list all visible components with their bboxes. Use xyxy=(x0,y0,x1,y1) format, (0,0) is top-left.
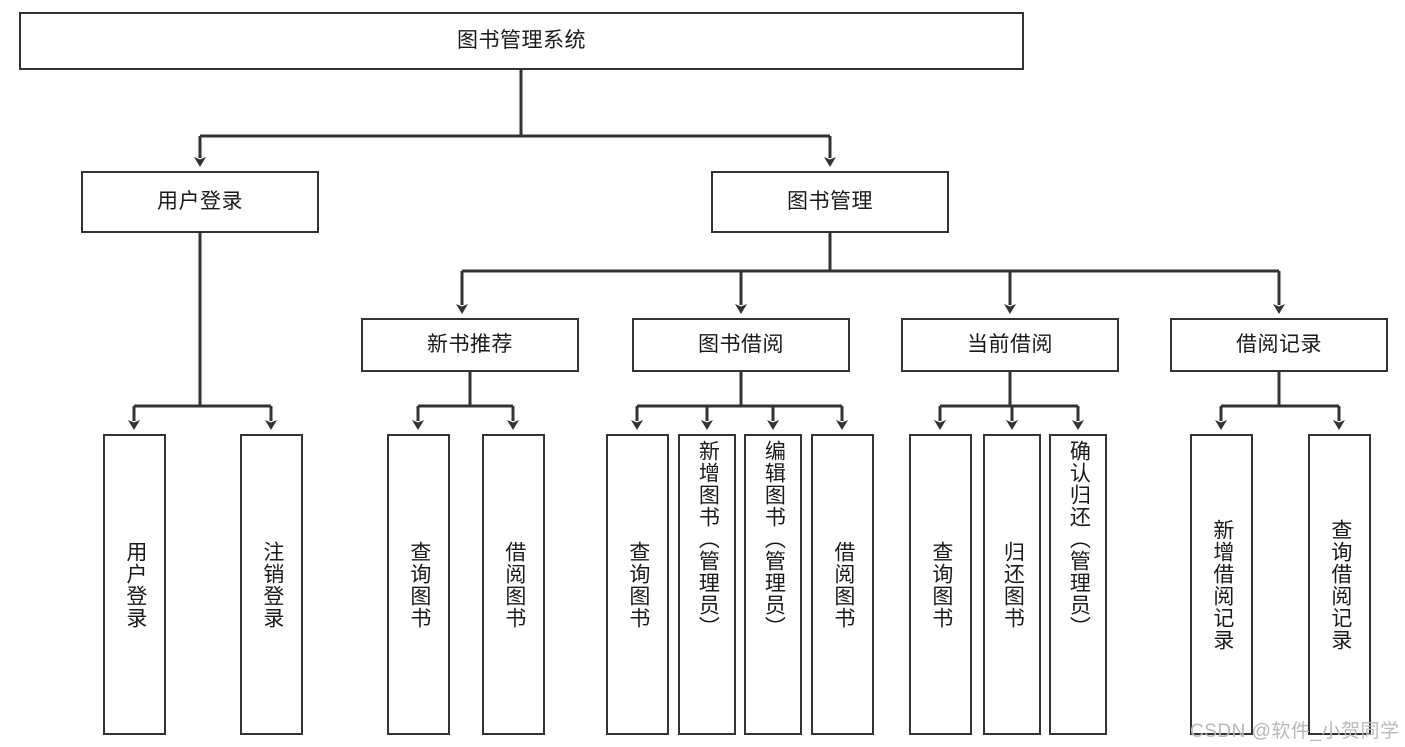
node-leaf-return-book[interactable]: 归还图书 xyxy=(983,434,1041,735)
node-book-management-label: 图书管理 xyxy=(787,189,873,213)
node-leaf-edit-book[interactable]: 编辑图书（管理员） xyxy=(744,434,802,735)
node-new-book-recommend[interactable]: 新书推荐 xyxy=(361,318,579,372)
node-book-borrow-label: 图书借阅 xyxy=(698,332,784,356)
node-leaf-query-book-3-label: 查询图书 xyxy=(929,540,953,629)
node-leaf-logout-label: 注销登录 xyxy=(260,540,284,629)
edge-group-current xyxy=(934,372,1084,430)
node-root[interactable]: 图书管理系统 xyxy=(19,12,1024,70)
edge-group-records xyxy=(1215,372,1345,430)
node-leaf-query-book-2-label: 查询图书 xyxy=(626,540,650,629)
edge-group-borrow xyxy=(631,372,848,430)
csdn-watermark: CSDN @软件_小贺同学 xyxy=(1190,721,1400,742)
node-leaf-borrow-book-1[interactable]: 借阅图书 xyxy=(482,434,545,735)
node-borrow-records[interactable]: 借阅记录 xyxy=(1170,318,1388,372)
node-user-login-label: 用户登录 xyxy=(157,189,243,213)
node-leaf-borrow-book-2[interactable]: 借阅图书 xyxy=(811,434,874,735)
node-book-management[interactable]: 图书管理 xyxy=(711,171,949,233)
node-leaf-add-record-label: 新增借阅记录 xyxy=(1210,518,1234,651)
edge-group-bookmgmt xyxy=(456,233,1285,314)
node-current-borrow-label: 当前借阅 xyxy=(967,332,1053,356)
node-leaf-query-record[interactable]: 查询借阅记录 xyxy=(1308,434,1371,735)
edge-group-root xyxy=(194,70,836,167)
node-leaf-return-book-label: 归还图书 xyxy=(1001,540,1025,629)
node-leaf-confirm-return[interactable]: 确认归还（管理员） xyxy=(1049,434,1107,735)
node-leaf-edit-book-label: 编辑图书（管理员） xyxy=(762,440,786,638)
node-leaf-query-book-3[interactable]: 查询图书 xyxy=(909,434,972,735)
node-new-book-recommend-label: 新书推荐 xyxy=(427,332,513,356)
node-root-label: 图书管理系统 xyxy=(457,28,586,52)
node-current-borrow[interactable]: 当前借阅 xyxy=(901,318,1119,372)
edge-group-newbook xyxy=(412,372,519,430)
node-leaf-add-record[interactable]: 新增借阅记录 xyxy=(1190,434,1253,735)
node-leaf-borrow-book-1-label: 借阅图书 xyxy=(502,540,526,629)
node-leaf-logout[interactable]: 注销登录 xyxy=(240,434,303,735)
node-book-borrow[interactable]: 图书借阅 xyxy=(632,318,850,372)
node-borrow-records-label: 借阅记录 xyxy=(1236,332,1322,356)
node-leaf-query-record-label: 查询借阅记录 xyxy=(1328,518,1352,651)
node-leaf-user-login[interactable]: 用户登录 xyxy=(103,434,166,735)
edge-group-login xyxy=(128,233,277,430)
node-leaf-confirm-return-label: 确认归还（管理员） xyxy=(1067,440,1091,638)
node-leaf-query-book-1-label: 查询图书 xyxy=(407,540,431,629)
node-leaf-borrow-book-2-label: 借阅图书 xyxy=(831,540,855,629)
node-user-login[interactable]: 用户登录 xyxy=(81,171,319,233)
node-leaf-add-book-label: 新增图书（管理员） xyxy=(696,440,720,638)
node-leaf-user-login-label: 用户登录 xyxy=(123,540,147,629)
node-leaf-query-book-1[interactable]: 查询图书 xyxy=(387,434,450,735)
node-leaf-add-book[interactable]: 新增图书（管理员） xyxy=(678,434,736,735)
node-leaf-query-book-2[interactable]: 查询图书 xyxy=(606,434,669,735)
